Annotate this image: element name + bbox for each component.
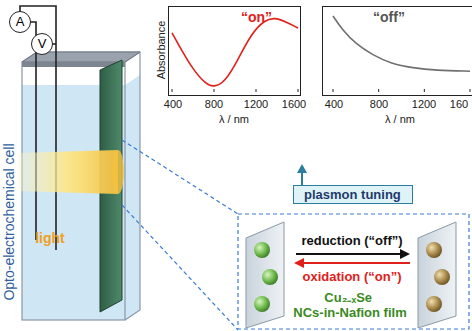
nanocrystal [254, 242, 270, 258]
node-text: V [32, 34, 52, 53]
tuning-arrow [297, 164, 307, 173]
light-beam [112, 150, 124, 194]
node-text: “off” [373, 9, 405, 25]
light-beam [18, 150, 118, 194]
tick-label: 1600 [282, 98, 306, 111]
nanocrystal [426, 242, 442, 258]
zoom-lines [122, 140, 469, 330]
tick-label: 1200 [412, 98, 436, 111]
reduction-arrow [296, 253, 402, 255]
cell-title: Opto-electrochemical cell [1, 143, 17, 300]
node-text: plasmon tuning [304, 187, 402, 202]
node-text: A [10, 12, 30, 31]
spectrum-panel: “on” [168, 6, 301, 96]
material-label: Cu₂₋ₓSe NCs-in-Nafion film [293, 291, 406, 321]
node-text: “on” [241, 9, 272, 25]
nanocrystal [254, 296, 270, 312]
tick-label: 400 [325, 98, 343, 111]
axis-tick [470, 89, 471, 92]
axis-title: λ / nm [219, 113, 249, 126]
axis-tick [172, 89, 173, 92]
axis-tick [333, 89, 334, 92]
spectrum-curve [172, 19, 298, 86]
voltmeter-circle: V [31, 33, 53, 55]
axis-title: Absorbance [155, 21, 168, 80]
film-slide [246, 222, 284, 328]
axis-title: λ / nm [385, 113, 415, 126]
oxidation-arrow [294, 258, 304, 268]
ammeter-circle: A [9, 11, 31, 33]
spectrum-panel: “off” [322, 6, 472, 96]
nanocrystal [426, 296, 442, 312]
axis-tick [298, 89, 299, 92]
axis-tick [378, 89, 379, 92]
axis-tick [424, 89, 425, 92]
axis-tick [256, 89, 257, 92]
axis-tick [214, 89, 215, 92]
tick-label: 800 [370, 98, 388, 111]
reduction-arrow [400, 249, 410, 259]
tick-label: 400 [164, 98, 182, 111]
oxidation-arrow [304, 262, 410, 264]
tick-label: 160 [450, 98, 468, 111]
electrode-wires [20, 6, 56, 250]
tuning-box: plasmon tuning [293, 185, 413, 204]
light-label: light [35, 230, 65, 246]
nanocrystal [434, 269, 450, 285]
film-slide [418, 222, 456, 328]
tick-label: 800 [205, 98, 223, 111]
nanocrystal [262, 269, 278, 285]
process-label: reduction (“off”) [301, 234, 402, 249]
process-label: oxidation (“on”) [303, 270, 402, 285]
tick-label: 1200 [244, 98, 268, 111]
